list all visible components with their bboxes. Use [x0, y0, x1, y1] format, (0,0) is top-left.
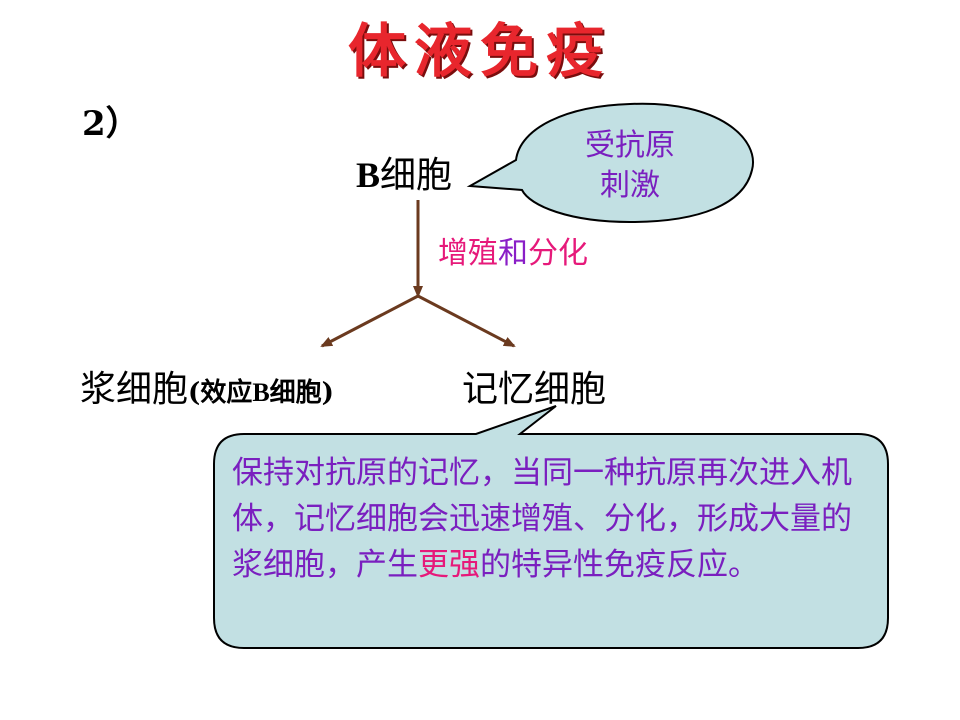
plasma-cell-alias: (效应B细胞): [188, 378, 334, 408]
process-part-2: 和: [498, 236, 528, 271]
step-number: 2）: [82, 104, 140, 144]
stimulus-line-1: 受抗原: [585, 128, 675, 163]
process-label: 增殖和分化: [438, 228, 588, 272]
plasma-cell-label: 浆细胞(效应B细胞): [80, 360, 334, 412]
slide-title: 体液免疫: [347, 17, 612, 85]
memory-callout-text: 保持对抗原的记忆，当同一种抗原再次进入机体，记忆细胞会迅速增殖、分化，形成大量的…: [232, 450, 882, 588]
memory-cell-label: 记忆细胞: [462, 369, 607, 410]
plasma-cell-main: 浆细胞: [80, 369, 189, 410]
plasma-alias-open: (效应: [188, 378, 253, 408]
process-part-1: 增殖: [438, 236, 498, 271]
branch-arrow-left: [320, 294, 419, 348]
process-part-3: 分化: [528, 236, 588, 271]
b-cell-text: 细胞: [380, 155, 453, 196]
stimulus-line-2: 刺激: [600, 168, 660, 203]
plasma-alias-close: 细胞): [269, 378, 334, 408]
callout-text-before: 保持对抗原的记忆，当同一种抗原再次进入机体，记忆细胞会迅速增殖、分化，形成大量的…: [232, 455, 852, 583]
b-cell-label: B细胞: [356, 146, 452, 198]
plasma-alias-letter: B: [252, 378, 270, 407]
branch-arrow-right: [417, 294, 516, 348]
b-cell-letter: B: [356, 155, 381, 195]
callout-highlight: 更强: [418, 547, 480, 583]
memory-callout-box: [213, 405, 889, 649]
stimulus-text: 受抗原 刺激: [560, 126, 700, 206]
stimulus-bubble: [466, 102, 754, 224]
callout-text-after: 的特异性免疫反应。: [480, 547, 759, 583]
